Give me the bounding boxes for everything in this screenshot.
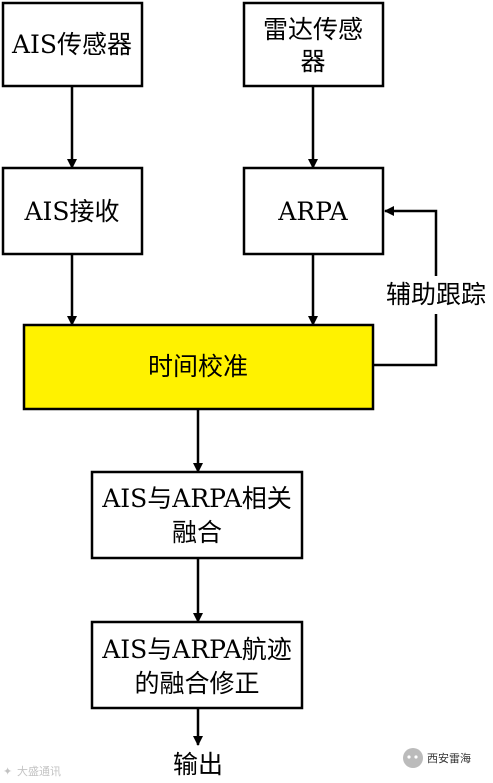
- watermark-right-text: 西安雷海: [427, 751, 471, 765]
- radar-sensor-label-line2: 器: [300, 47, 325, 76]
- time-calibration-box: [22, 323, 375, 411]
- track-fusion-label-line2: 的融合修正: [134, 669, 259, 698]
- correlation-fusion-box: [90, 470, 304, 560]
- wechat-icon-eye-right: [414, 755, 418, 759]
- ais-receive-label: AIS接收: [23, 197, 119, 226]
- output-label: 输出: [173, 750, 223, 779]
- watermark-left: ✦ 大盛通讯: [3, 764, 61, 778]
- wechat-icon-eye-left: [407, 755, 411, 759]
- track-fusion-box: [90, 620, 304, 710]
- watermark-left-mark-icon: ✦: [3, 765, 12, 778]
- time-calibration-label: 时间校准: [148, 352, 248, 381]
- wechat-icon: [403, 748, 423, 768]
- radar-sensor-label-line1: 雷达传感: [263, 15, 363, 44]
- ais-receive-box: [1, 166, 144, 256]
- track-fusion-label-line1: AIS与ARPA航迹: [101, 635, 292, 664]
- assist-tracking-label-bg: [377, 276, 493, 314]
- ais-sensor-box: [1, 1, 144, 88]
- arpa-box: [242, 166, 385, 256]
- correlation-fusion-label-line1: AIS与ARPA相关: [101, 484, 292, 513]
- watermark-right: 西安雷海: [403, 748, 471, 768]
- ais-sensor-label: AIS传感器: [11, 30, 132, 59]
- arpa-label: ARPA: [277, 197, 348, 226]
- watermark-left-text: 大盛通讯: [17, 764, 61, 778]
- correlation-fusion-label-line2: 融合: [172, 518, 222, 547]
- assist-tracking-label: 辅助跟踪: [386, 280, 486, 309]
- radar-sensor-box: [242, 1, 385, 88]
